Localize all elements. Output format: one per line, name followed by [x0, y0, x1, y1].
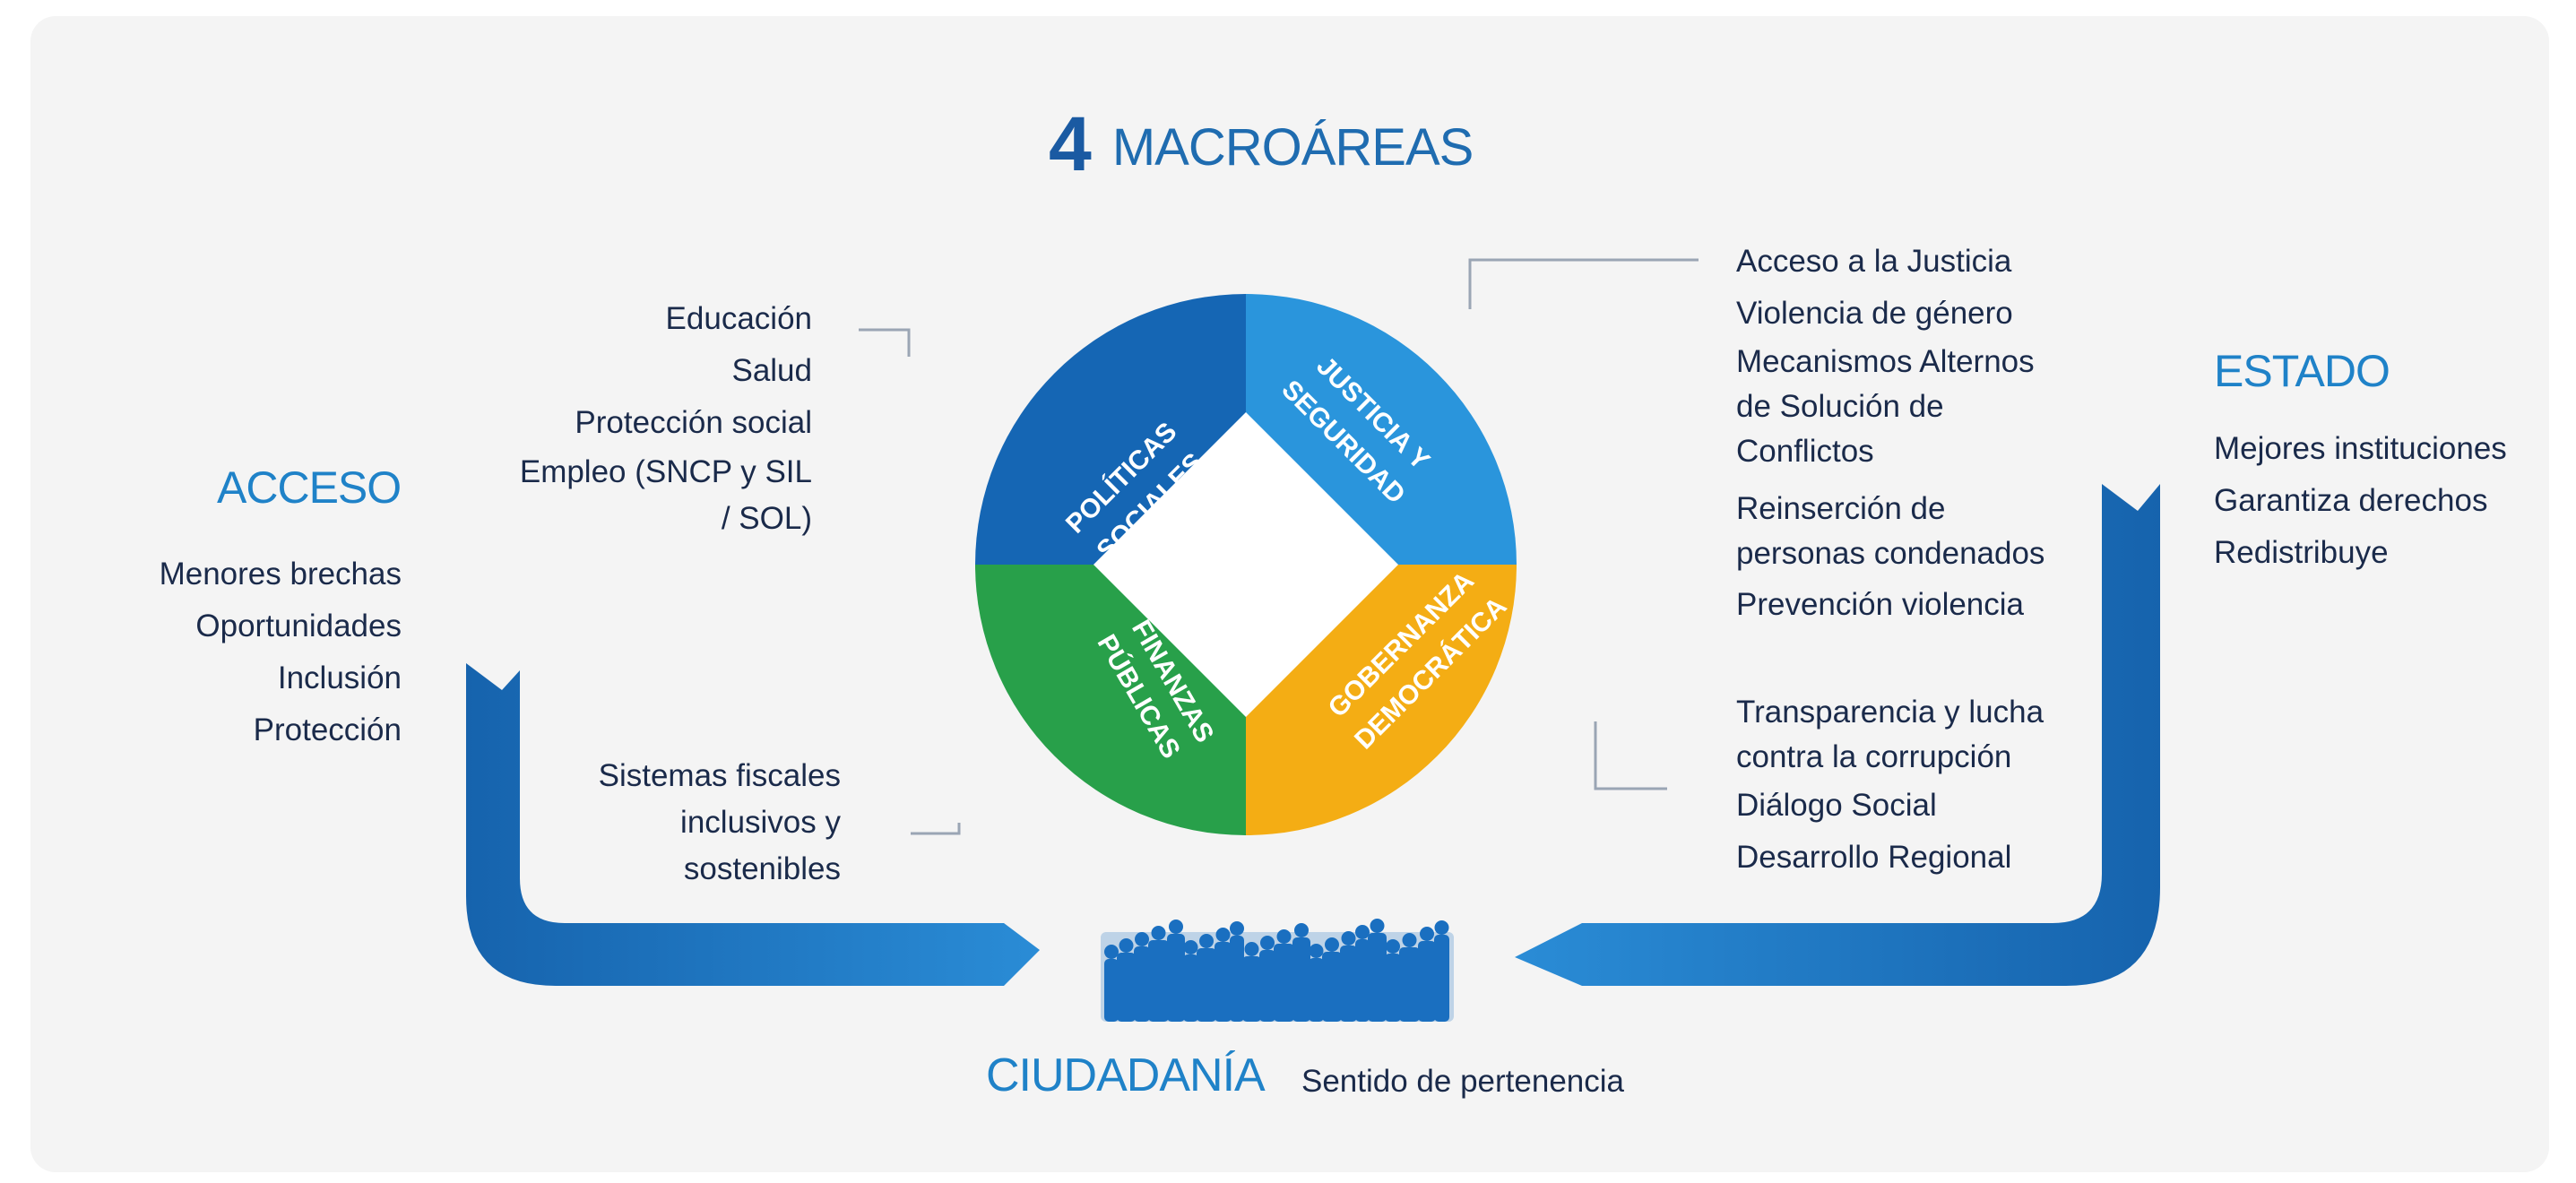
person-body [1259, 950, 1275, 1022]
politicas-item: / SOL) [721, 501, 812, 536]
person-head [1151, 926, 1166, 940]
person-head [1244, 942, 1259, 956]
person-head [1370, 919, 1385, 933]
person-body [1230, 936, 1244, 1022]
person-body [1418, 941, 1436, 1022]
politicas-item: Salud [731, 353, 812, 388]
justicia-item: Reinserción de [1736, 491, 1946, 526]
person-head [1230, 921, 1244, 936]
justicia-item: de Solución de [1736, 389, 1944, 424]
person-body [1183, 954, 1198, 1022]
macroareas-circle [975, 294, 1517, 835]
person-body [1215, 942, 1232, 1022]
title-label: MACROÁREAS [1111, 118, 1474, 177]
person-body [1104, 959, 1119, 1022]
person-body [1309, 958, 1324, 1022]
person-body [1197, 948, 1216, 1022]
estado-item: Garantiza derechos [2214, 483, 2488, 518]
person-body [1434, 935, 1449, 1022]
person-head [1294, 923, 1309, 937]
person-body [1274, 944, 1294, 1022]
person-body [1399, 947, 1420, 1022]
finanzas-publicas-list: Sistemas fiscales inclusivos y sostenibl… [464, 753, 841, 893]
person-body [1242, 956, 1261, 1022]
page-title: 4 MACROÁREAS [1049, 100, 1474, 189]
person-head [1420, 927, 1434, 941]
person-body [1368, 933, 1387, 1022]
person-head [1386, 939, 1400, 954]
person-head [1135, 932, 1149, 946]
acceso-item: Oportunidades [195, 609, 402, 643]
person-body [1148, 940, 1169, 1022]
acceso-item: Inclusión [277, 661, 402, 695]
estado-list: Mejores instituciones Garantiza derechos… [2214, 423, 2507, 579]
person-body [1340, 946, 1357, 1022]
connector-lines [859, 258, 1699, 835]
justicia-item: Prevención violencia [1736, 587, 2025, 622]
politicas-item: Protección social [575, 405, 812, 440]
ciudadania-subtitle: Sentido de pertenencia [1301, 1064, 1624, 1099]
person-head [1260, 936, 1275, 950]
acceso-heading: ACCESO [217, 462, 402, 513]
person-body [1167, 934, 1185, 1022]
gobernanza-item: contra la corrupción [1736, 739, 2012, 774]
title-number: 4 [1049, 101, 1092, 187]
person-body [1322, 952, 1342, 1022]
politicas-item: Educación [665, 301, 812, 336]
person-head [1309, 944, 1324, 958]
person-head [1199, 934, 1214, 948]
gobernanza-item: Desarrollo Regional [1736, 840, 2012, 875]
politicas-sociales-list: Educación Salud Protección social Empleo… [436, 293, 812, 542]
finanzas-item: sostenibles [683, 851, 841, 886]
center-diamond [1094, 412, 1398, 717]
estado-item: Mejores instituciones [2214, 431, 2507, 466]
crowd-silhouette-icon [1101, 919, 1454, 1022]
person-head [1402, 933, 1417, 947]
person-head [1104, 945, 1119, 959]
gobernanza-democratica-list: Transparencia y lucha contra la corrupci… [1736, 690, 2044, 884]
ciudadania-heading: CIUDADANÍA [986, 1049, 1266, 1101]
justicia-seguridad-list: Acceso a la Justicia Violencia de género… [1736, 236, 2044, 634]
person-head [1276, 929, 1292, 944]
estado-arrow [1515, 484, 2160, 986]
person-head [1355, 925, 1370, 939]
person-head [1434, 920, 1449, 935]
person-body [1385, 954, 1401, 1022]
gobernanza-item: Transparencia y lucha [1736, 695, 2044, 730]
justicia-item: Conflictos [1736, 434, 1874, 469]
person-body [1134, 946, 1150, 1022]
person-head [1169, 920, 1183, 934]
person-body [1292, 937, 1310, 1022]
person-body [1355, 939, 1370, 1022]
person-head [1215, 928, 1231, 942]
acceso-item: Menores brechas [159, 557, 402, 592]
estado-item: Redistribuye [2214, 535, 2389, 570]
person-head [1183, 940, 1198, 954]
gobernanza-item: Diálogo Social [1736, 788, 1937, 823]
justicia-item: Acceso a la Justicia [1736, 244, 2012, 279]
person-head [1325, 937, 1339, 952]
justicia-item: Mecanismos Alternos [1736, 344, 2035, 379]
finanzas-item: inclusivos y [680, 805, 841, 840]
justicia-item: Violencia de género [1736, 296, 2013, 331]
finanzas-item: Sistemas fiscales [598, 758, 841, 793]
estado-heading: ESTADO [2214, 346, 2390, 396]
justicia-item: personas condenados [1736, 536, 2045, 571]
politicas-item: Empleo (SNCP y SIL [519, 454, 812, 489]
acceso-list: Menores brechas Oportunidades Inclusión … [133, 548, 402, 756]
acceso-arrow [466, 663, 1040, 986]
person-head [1119, 938, 1134, 953]
person-head [1341, 931, 1356, 946]
acceso-item: Protección [253, 712, 402, 747]
person-body [1117, 953, 1136, 1022]
